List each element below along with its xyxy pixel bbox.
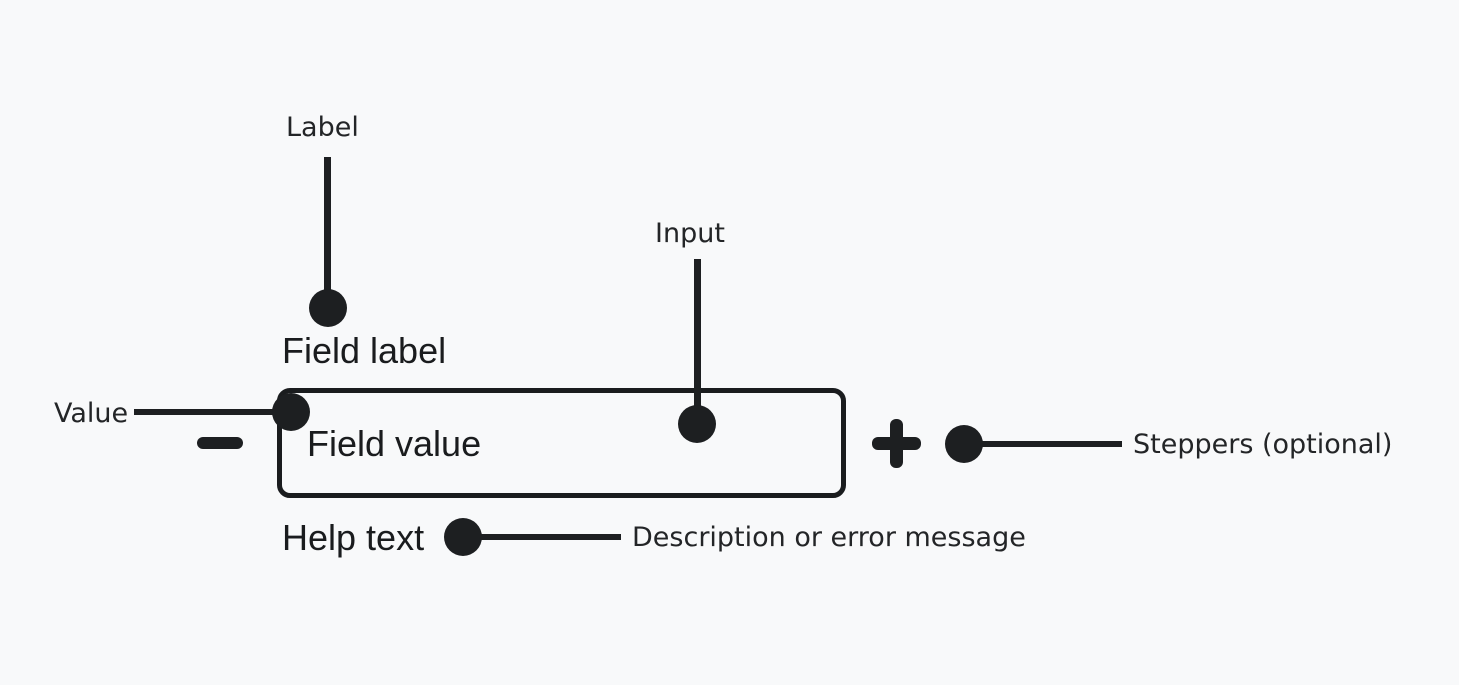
help-connector-dot: [444, 518, 482, 556]
value-connector-dot: [272, 393, 310, 431]
input-connector-dot: [678, 405, 716, 443]
label-connector-line: [324, 157, 331, 294]
steppers-connector-dot: [945, 425, 983, 463]
label-connector-dot: [309, 289, 347, 327]
callout-input-text: Input: [655, 218, 725, 249]
callout-value-text: Value: [54, 398, 129, 429]
plus-icon: [872, 419, 921, 468]
steppers-connector-line: [982, 441, 1122, 447]
help-connector-line: [481, 534, 621, 540]
callout-label-text: Label: [286, 112, 359, 143]
minus-icon: [197, 437, 243, 449]
value-connector-line: [134, 409, 282, 415]
field-label: Field label: [282, 330, 447, 371]
callout-help-text: Description or error message: [632, 522, 1026, 553]
field-value: Field value: [307, 423, 482, 464]
help-text: Help text: [282, 517, 425, 558]
plus-icon-vertical-bar: [890, 419, 903, 468]
input-connector-line: [694, 259, 701, 407]
input-box: [277, 388, 846, 498]
callout-steppers-text: Steppers (optional): [1133, 429, 1393, 460]
